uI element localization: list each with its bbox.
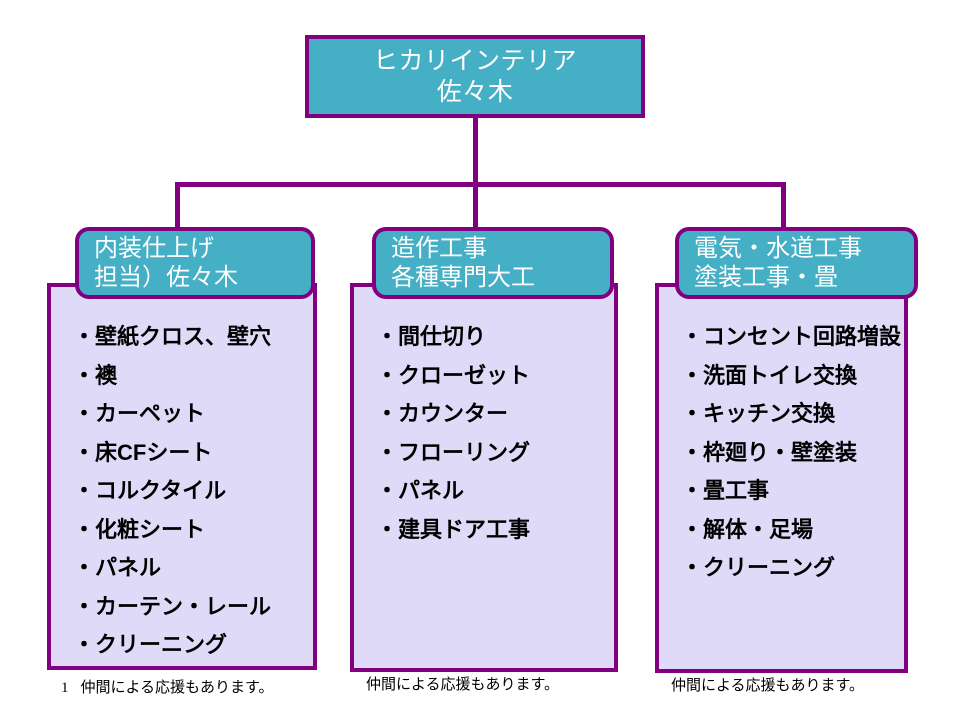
connector-horizontal-bus	[175, 182, 786, 187]
root-node-subtitle: 佐々木	[436, 77, 514, 106]
branch-header-3-line2: 塗装工事・畳	[694, 264, 838, 291]
footnote-column-3: 仲間による応援もあります。	[671, 674, 864, 695]
list-item: ・フローリング	[376, 439, 531, 465]
branch-header-3-electric-plumbing[interactable]: 電気・水道工事 塗装工事・畳	[675, 227, 918, 299]
list-item: ・襖	[73, 362, 118, 388]
list-item: ・パネル	[376, 478, 465, 503]
list-item: ・枠廻り・壁塗装	[681, 439, 858, 465]
list-item: ・コルクタイル	[73, 478, 227, 503]
list-item: ・床CFシート	[73, 439, 213, 465]
list-item: ・解体・足場	[681, 516, 814, 542]
list-item: ・カウンター	[376, 401, 509, 426]
list-item: ・カーテン・レール	[73, 593, 272, 619]
branch-header-3-line1: 電気・水道工事	[694, 234, 862, 262]
footnote-text-2: 仲間による応援もあります。	[366, 677, 560, 693]
footnote-column-2: 仲間による応援もあります。	[366, 673, 559, 694]
branch-header-1-line1: 内装仕上げ	[94, 234, 214, 262]
footnote-text-3: 仲間による応援もあります。	[671, 678, 865, 694]
branch-header-2-line2: 各種専門大工	[391, 264, 535, 291]
branch-header-1-interior-finishing[interactable]: 内装仕上げ 担当）佐々木	[75, 227, 315, 299]
footnote-text-1: 仲間による応援もあります。	[80, 680, 274, 696]
list-item: ・建具ドア工事	[376, 516, 531, 542]
footnote-number-1: 1	[61, 680, 69, 696]
list-item: ・キッチン交換	[681, 401, 836, 426]
connector-drop-column-1	[175, 186, 180, 234]
list-item: ・畳工事	[681, 478, 770, 503]
list-item: ・クリーニング	[681, 555, 836, 580]
service-list-3: ・コンセント回路増設 ・洗面トイレ交換 ・キッチン交換 ・枠廻り・壁塗装 ・畳工…	[655, 318, 908, 588]
list-item: ・壁紙クロス、壁穴	[73, 324, 272, 349]
list-item: ・化粧シート	[73, 516, 206, 542]
service-list-2: ・間仕切り ・クローゼット ・カウンター ・フローリング ・パネル ・建具ドア工…	[350, 318, 618, 549]
branch-body-box-2	[350, 283, 618, 672]
list-item: ・クローゼット	[376, 362, 531, 388]
list-item: ・クリーニング	[73, 632, 228, 657]
list-item: ・パネル	[73, 555, 162, 580]
list-item: ・コンセント回路増設	[681, 324, 902, 349]
list-item: ・カーペット	[73, 401, 206, 426]
branch-body-box-3	[655, 283, 908, 673]
service-list-1: ・壁紙クロス、壁穴 ・襖 ・カーペット ・床CFシート ・コルクタイル ・化粧シ…	[47, 318, 317, 665]
branch-header-2-carpentry[interactable]: 造作工事 各種専門大工	[372, 227, 614, 299]
connector-drop-column-3	[781, 186, 786, 234]
list-item: ・洗面トイレ交換	[681, 362, 858, 388]
connector-drop-column-2	[473, 186, 478, 234]
branch-body-box-1	[47, 283, 317, 670]
branch-header-1-line2: 担当）佐々木	[94, 264, 238, 291]
connector-root-vertical	[473, 118, 478, 185]
footnote-column-1: 1 仲間による応援もあります。	[61, 676, 274, 697]
list-item: ・間仕切り	[376, 324, 487, 349]
branch-header-2-line1: 造作工事	[391, 234, 487, 262]
root-node-title: ヒカリインテリア	[372, 47, 577, 75]
root-node-hikari-interia[interactable]: ヒカリインテリア 佐々木	[305, 35, 645, 118]
